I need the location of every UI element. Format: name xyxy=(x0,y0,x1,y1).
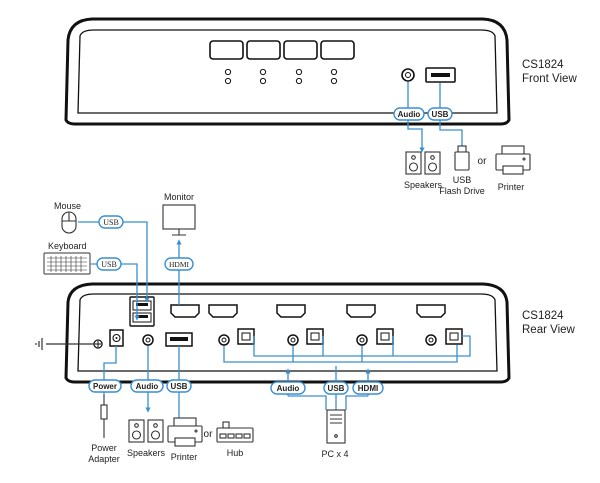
mouse-usb-tag: USB xyxy=(98,215,124,229)
power-adapter-label-line2: Adapter xyxy=(88,454,120,464)
front-usb-port xyxy=(425,67,456,83)
monitor-label: Monitor xyxy=(164,192,194,202)
svg-text:Audio: Audio xyxy=(136,382,159,391)
rear-model-label: CS1824 xyxy=(522,310,564,322)
front-printer-label: Printer xyxy=(498,182,525,192)
keyboard-label: Keyboard xyxy=(48,241,87,251)
rear-speakers-icon xyxy=(128,419,164,443)
power-jack xyxy=(109,329,124,347)
keyboard-icon xyxy=(43,252,91,275)
rear-printer-icon xyxy=(167,417,203,447)
front-speakers-label: Speakers xyxy=(404,180,443,190)
rear-usb-a-port xyxy=(165,332,193,347)
ground-screw xyxy=(93,339,103,349)
power-adapter-icon xyxy=(100,395,108,438)
usb-hub-icon xyxy=(216,421,254,443)
power-adapter-label-line1: Power xyxy=(91,443,117,453)
front-speakers-icon xyxy=(405,151,441,175)
svg-text:USB: USB xyxy=(171,382,188,391)
front-audio-tag: Audio xyxy=(393,107,425,121)
mouse-icon xyxy=(61,211,77,234)
rear-unit xyxy=(64,282,511,384)
flash-drive-label-line2: Flash Drive xyxy=(439,186,485,196)
ground-icon xyxy=(35,338,94,350)
monitor-hdmi-tag: HDMI xyxy=(164,257,194,271)
pc-hdmi-tag: HDMI xyxy=(352,381,384,395)
keyboard-usb-tag: USB xyxy=(96,257,122,271)
pc-usb-tag: USB xyxy=(323,381,349,395)
svg-text:USB: USB xyxy=(101,260,117,269)
console-hdmi-port xyxy=(170,304,200,318)
svg-text:Power: Power xyxy=(93,382,117,391)
pc-label: PC x 4 xyxy=(321,449,348,459)
rear-or-label: or xyxy=(204,429,214,440)
console-usb-ports xyxy=(129,296,155,327)
front-or-label: or xyxy=(478,156,488,167)
front-model-label: CS1824 xyxy=(522,59,564,71)
hub-label: Hub xyxy=(227,448,244,458)
flash-drive-label-line1: USB xyxy=(453,175,472,185)
rear-audio-tag: Audio xyxy=(130,379,164,393)
rear-printer-label: Printer xyxy=(171,452,198,462)
front-audio-jack xyxy=(401,68,415,82)
rear-usb-tag: USB xyxy=(166,379,192,393)
front-port-leds xyxy=(224,68,338,85)
svg-text:USB: USB xyxy=(328,384,345,393)
front-printer-icon xyxy=(495,145,531,175)
pc-usb-b-ports xyxy=(237,328,463,345)
svg-text:Audio: Audio xyxy=(398,110,421,119)
front-view-label: Front View xyxy=(522,73,577,85)
svg-text:HDMI: HDMI xyxy=(169,260,190,269)
pc-hdmi-ports xyxy=(208,304,446,318)
monitor-icon xyxy=(162,204,196,236)
usb-flash-drive-icon xyxy=(454,145,470,171)
pc-tower-icon xyxy=(326,409,346,444)
svg-text:USB: USB xyxy=(103,218,119,227)
svg-text:USB: USB xyxy=(432,110,449,119)
front-cables xyxy=(407,82,463,153)
svg-text:Audio: Audio xyxy=(277,384,300,393)
svg-text:HDMI: HDMI xyxy=(358,384,378,393)
console-audio-jack xyxy=(142,334,154,346)
front-unit xyxy=(64,17,511,126)
mouse-label: Mouse xyxy=(54,201,81,211)
pc-audio-tag: Audio xyxy=(270,381,306,395)
rear-speakers-label: Speakers xyxy=(127,448,166,458)
rear-view-label: Rear View xyxy=(522,324,576,336)
front-panel-buttons xyxy=(209,40,355,60)
power-tag: Power xyxy=(88,379,122,393)
pc-audio-jacks xyxy=(218,334,437,346)
front-usb-tag: USB xyxy=(427,107,453,121)
